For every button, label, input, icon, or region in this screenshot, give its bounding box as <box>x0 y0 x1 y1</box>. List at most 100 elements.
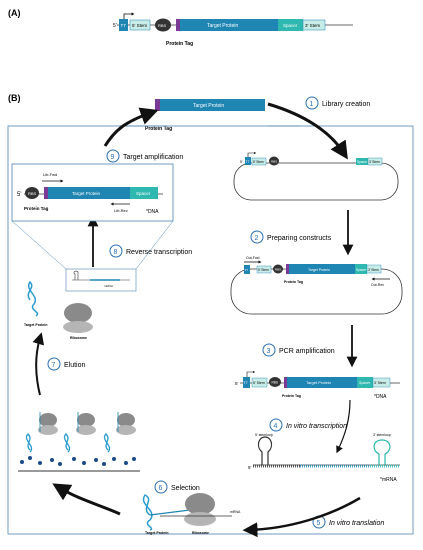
mrna-stem5-label: 5' stemloop <box>255 433 273 437</box>
box9-target-label: Target Protein <box>72 191 101 196</box>
translation-complex: Target Protein Ribosome mRNA <box>142 493 241 535</box>
box9-five-label: 5' <box>17 192 21 198</box>
eluted-ribosome-small-icon <box>63 321 93 333</box>
mrna-stemloop-5 <box>257 436 273 465</box>
pcr-spacer-block <box>357 377 373 388</box>
p1-rbs <box>269 156 279 166</box>
bait-molecules <box>20 456 136 466</box>
panel-a-construct: 5' T7 5' Stem RBS Target Protein Spacer … <box>113 12 353 47</box>
step-1-label: Library creation <box>322 101 370 108</box>
p2-t7-block <box>244 265 250 274</box>
box9-dna-label: *DNA <box>146 209 159 215</box>
p2-target-block <box>289 264 355 274</box>
pcr-target-label: Target Protein <box>306 380 331 385</box>
pcr-stem3-label: 3' Stem <box>374 381 386 385</box>
box9-spacer-block <box>130 187 158 199</box>
pcr-t7-block <box>243 377 250 388</box>
eluted-complex: Target Protein Ribosome <box>24 280 93 340</box>
mrna-stem3-label: 3' stemloop <box>373 433 391 437</box>
p2-spacer-block <box>355 264 367 274</box>
step-2-num: 2 <box>255 235 259 242</box>
step-5: 5 In vitro translation <box>312 515 384 529</box>
selection-target-label: Target Protein <box>145 531 168 535</box>
top-target-protein-label: Target Protein <box>193 103 224 109</box>
rbs-site <box>155 18 171 32</box>
p1-spacer-block <box>356 158 368 165</box>
plasmid-construct: Out-Fwd T7 5' Stem RBS Target Protein Sp… <box>230 256 403 315</box>
step-1-num: 1 <box>310 101 314 108</box>
stem5-block <box>129 19 151 31</box>
p2-rev-label: Out-Rev <box>371 283 384 287</box>
nascent-protein-icon <box>142 494 153 531</box>
pcr-rbs <box>269 377 281 387</box>
elution-target-label: Target Protein <box>24 323 47 327</box>
mrna-transcript: 5' stemloop 3' stemloop 5' *mRNA <box>248 433 400 483</box>
stem5-label: 5' Stem <box>132 23 147 28</box>
step-6-num: 6 <box>159 485 163 492</box>
p2-fwd-label: Out-Fwd <box>246 256 259 260</box>
p1-stem5-label: 5' Stem <box>253 160 264 164</box>
step-6-label: Selection <box>171 485 200 492</box>
immobilized-target-1 <box>25 412 58 453</box>
elution-ribosome-label: Ribosome <box>70 336 87 340</box>
box9-tag-block <box>44 187 48 199</box>
top-protein-tag-label: Protein Tag <box>145 126 172 132</box>
selection-ribosome-label: Ribosome <box>192 531 209 535</box>
target-protein-block <box>180 19 278 31</box>
pcr-tag-block <box>284 377 287 388</box>
p1-stem3-label: 3' Stem <box>369 160 380 164</box>
mrna-label: *mRNA <box>380 477 397 483</box>
arrow-9 <box>103 107 159 147</box>
step-9-label: Target amplification <box>123 154 183 161</box>
mrna-five-label: 5' <box>248 465 252 470</box>
arrow-6 <box>52 483 121 516</box>
step-7: 7 Elution <box>47 357 86 371</box>
target-protein-label: Target Protein <box>207 23 238 29</box>
step-8-label: Reverse transcription <box>126 249 192 256</box>
spacer-block <box>278 19 303 31</box>
p1-t7-block <box>245 157 251 165</box>
immobilized-target-3 <box>103 412 136 453</box>
step-2: 2 Preparing constructs <box>250 230 332 244</box>
box9-rbs <box>25 187 39 199</box>
step-6: 6 Selection <box>154 480 200 494</box>
step-8: 8 Reverse transcription <box>109 244 192 258</box>
panel-b-label: (B) <box>8 93 21 103</box>
rt-mrna-label: mRNA <box>104 284 113 288</box>
pcr-target-block <box>287 377 357 388</box>
p1-five-label: 5' <box>240 160 243 164</box>
p2-target-label: Target Protein <box>308 268 330 272</box>
p2-t7-label: T7 <box>245 268 249 272</box>
t7-label: T7 <box>121 23 127 28</box>
stem3-block <box>302 19 326 31</box>
eluted-protein-icon <box>27 280 39 317</box>
selection-surface <box>18 412 140 472</box>
selection-mrna-label: mRNA <box>230 510 241 514</box>
p2-stem5-block <box>256 265 272 274</box>
top-target-protein-block <box>160 99 265 111</box>
step-7-num: 7 <box>52 362 56 369</box>
box9-rbs-label: RBS <box>28 191 37 196</box>
arrow-4-to-mrna <box>336 399 351 454</box>
arrow-7 <box>32 332 45 396</box>
step-2-label: Preparing constructs <box>267 235 332 242</box>
arrow-1-to-2 <box>267 102 348 160</box>
box9-target-block <box>48 187 130 199</box>
immobilized-target-2 <box>63 412 96 453</box>
p1-t7-label: T7 <box>246 160 250 164</box>
mrna-stemloop-3 <box>373 439 391 465</box>
eluted-ribosome-large-icon <box>64 303 92 323</box>
box9-rev-label: Lib-Rev <box>114 208 128 213</box>
top-protein-tag-block <box>155 99 160 111</box>
p2-stem3-block <box>366 264 382 274</box>
pcr-rbs-label: RBS <box>272 381 279 385</box>
step-7-label: Elution <box>64 362 86 369</box>
ribosome-large-icon <box>185 493 215 515</box>
spacer-label: Spacer <box>283 23 298 28</box>
cdna-zoom: mRNA 5' RBS Target Protein Spacer Lib-Fw… <box>11 163 174 292</box>
rbs-label: RBS <box>158 23 167 28</box>
pcr-tag-label: Protein Tag <box>282 394 301 398</box>
step-3: 3 PCR amplification <box>262 343 335 357</box>
promoter-arrow <box>123 12 135 19</box>
